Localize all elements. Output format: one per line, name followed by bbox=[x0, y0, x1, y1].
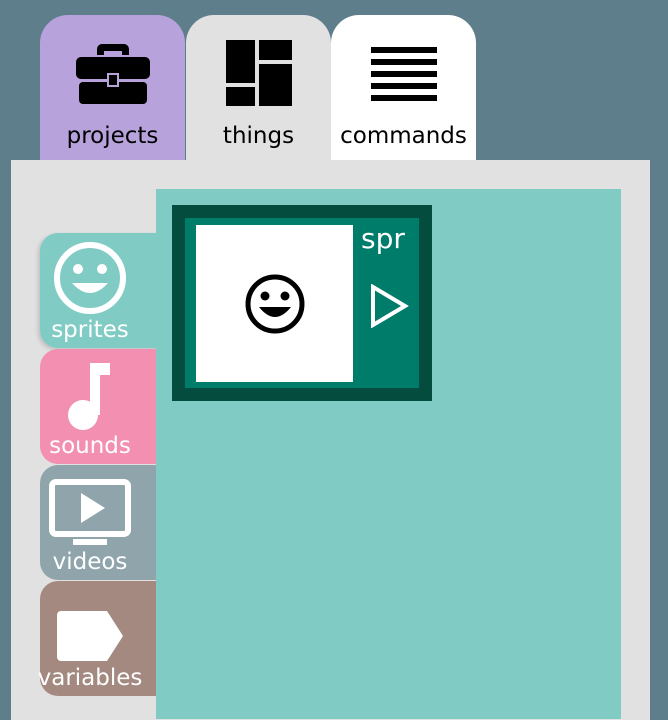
tab-things-label: things bbox=[222, 123, 295, 149]
sidebar-item-label: sprites bbox=[51, 317, 129, 343]
dashboard-icon bbox=[225, 39, 292, 107]
tab-commands[interactable]: commands bbox=[331, 15, 476, 160]
tab-things[interactable]: things bbox=[186, 15, 331, 160]
sprite-card-body: spr bbox=[185, 218, 419, 388]
sprite-card[interactable]: spr bbox=[172, 205, 432, 401]
music-note-icon bbox=[65, 355, 115, 431]
video-screen-icon bbox=[49, 471, 131, 547]
briefcase-icon bbox=[75, 39, 150, 107]
sprite-thumbnail[interactable] bbox=[196, 225, 353, 382]
tab-projects-label: projects bbox=[66, 123, 159, 149]
sidebar-item-label: sounds bbox=[49, 433, 131, 459]
sidebar-item-label: variables bbox=[37, 665, 143, 691]
smiley-icon bbox=[245, 274, 304, 333]
tab-commands-label: commands bbox=[340, 123, 467, 149]
smiley-icon bbox=[53, 239, 127, 315]
play-icon[interactable] bbox=[369, 283, 409, 332]
menu-lines-icon bbox=[370, 39, 437, 107]
sprite-name: spr bbox=[361, 222, 405, 255]
tab-projects[interactable]: projects bbox=[40, 15, 185, 160]
tag-icon bbox=[55, 587, 125, 663]
sidebar-item-label: videos bbox=[52, 549, 128, 575]
